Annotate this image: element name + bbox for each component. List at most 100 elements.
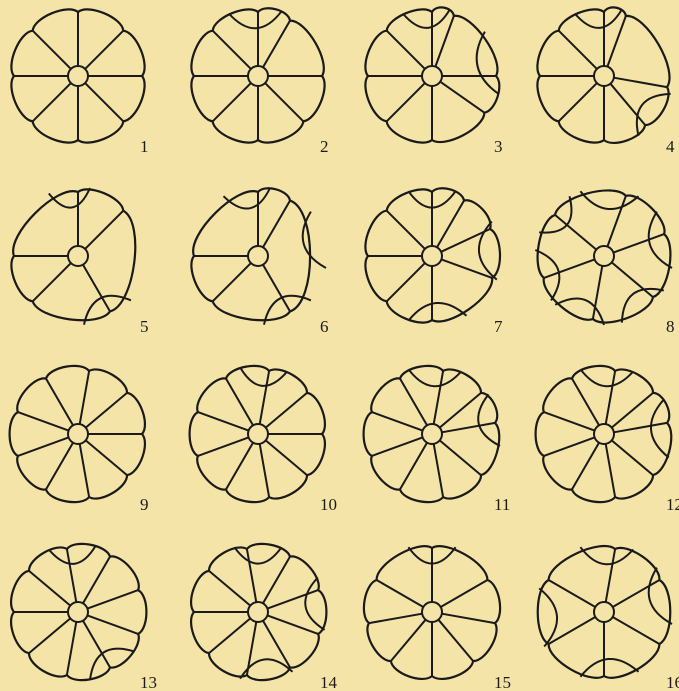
cell-wall xyxy=(83,265,110,312)
figure-grid: 12345678910111213141516 xyxy=(10,7,679,691)
rosette-figure: 9 xyxy=(10,366,149,514)
cell-wall xyxy=(544,412,595,431)
rosette-figure: 4 xyxy=(537,7,675,156)
cell-wall xyxy=(614,78,667,87)
central-cell xyxy=(68,246,88,266)
figure-number-label: 16 xyxy=(666,673,679,691)
figure-number-label: 1 xyxy=(140,137,149,156)
central-cell xyxy=(422,246,442,266)
cell-wall xyxy=(83,557,110,604)
cell-wall xyxy=(549,580,596,607)
cell-wall xyxy=(387,31,425,69)
rosette-figure: 5 xyxy=(11,188,148,336)
cell-wall xyxy=(572,379,599,426)
cell-wall xyxy=(440,440,481,475)
marginal-cell-wall xyxy=(651,400,669,458)
figure-number-label: 10 xyxy=(320,495,337,514)
cell-wall xyxy=(18,437,69,456)
cell-wall xyxy=(67,622,76,675)
figure-number-label: 3 xyxy=(494,137,503,156)
central-cell xyxy=(248,602,268,622)
cell-wall xyxy=(440,82,484,113)
cell-wall xyxy=(441,229,490,252)
central-cell xyxy=(68,602,88,622)
cell-wall xyxy=(559,31,597,69)
cell-wall xyxy=(263,265,290,312)
cell-wall xyxy=(263,21,290,68)
cell-wall xyxy=(559,83,597,121)
cell-wall xyxy=(372,412,423,431)
central-cell xyxy=(594,602,614,622)
figure-number-label: 15 xyxy=(494,673,511,691)
cell-wall xyxy=(263,201,290,248)
figure-number-label: 5 xyxy=(140,317,149,336)
marginal-cell-wall xyxy=(303,212,326,268)
figure-number-label: 13 xyxy=(140,673,157,691)
rosette-figure: 8 xyxy=(535,190,674,336)
cell-wall xyxy=(572,443,599,490)
cell-wall xyxy=(369,614,422,623)
cell-wall xyxy=(198,437,249,456)
cell-wall xyxy=(434,371,443,424)
cell-wall xyxy=(391,620,426,661)
rosette-figure: 7 xyxy=(365,188,503,336)
cell-wall xyxy=(18,412,69,431)
cell-wall xyxy=(29,571,70,606)
central-cell xyxy=(248,424,268,444)
cell-wall xyxy=(400,443,427,490)
marginal-cell-wall xyxy=(234,547,281,563)
figure-number-label: 9 xyxy=(140,495,149,514)
cell-wall xyxy=(441,259,492,278)
cell-wall xyxy=(46,379,73,426)
cell-wall xyxy=(80,371,89,424)
cell-wall xyxy=(606,371,615,424)
figure-number-label: 4 xyxy=(666,137,675,156)
central-cell xyxy=(248,246,268,266)
central-cell xyxy=(68,424,88,444)
central-cell xyxy=(248,66,268,86)
cell-wall xyxy=(86,440,127,475)
cell-wall xyxy=(614,423,667,432)
cell-wall xyxy=(606,444,615,497)
cell-wall xyxy=(387,83,425,121)
figure-number-label: 12 xyxy=(666,495,679,514)
marginal-cell-wall xyxy=(90,649,135,680)
cell-wall xyxy=(544,437,595,456)
cell-wall xyxy=(33,31,71,69)
figure-number-label: 7 xyxy=(494,317,503,336)
cell-wall xyxy=(87,590,138,609)
cell-wall xyxy=(247,549,256,602)
cell-wall xyxy=(33,263,71,301)
marginal-cell-wall xyxy=(408,369,461,386)
rosette-figure: 3 xyxy=(365,7,502,156)
cell-wall xyxy=(80,444,89,497)
cell-wall xyxy=(213,31,251,69)
marginal-cell-wall xyxy=(229,11,282,28)
central-cell xyxy=(422,66,442,86)
cell-wall xyxy=(260,444,269,497)
cell-wall xyxy=(400,379,427,426)
central-cell xyxy=(422,424,442,444)
cell-wall xyxy=(266,440,307,475)
marginal-cell-wall xyxy=(637,94,671,136)
cell-wall xyxy=(613,580,660,607)
cell-wall xyxy=(198,412,249,431)
central-cell xyxy=(594,246,614,266)
marginal-cell-wall xyxy=(305,578,324,630)
figure-number-label: 11 xyxy=(494,495,510,514)
central-cell xyxy=(422,602,442,622)
cell-wall xyxy=(209,571,250,606)
rosette-figure: 16 xyxy=(538,546,679,691)
figure-number-label: 14 xyxy=(320,673,338,691)
marginal-cell-wall xyxy=(408,303,466,321)
cell-wall xyxy=(437,201,464,248)
cell-wall xyxy=(86,393,127,428)
cell-wall xyxy=(613,234,664,253)
central-cell xyxy=(68,66,88,86)
figure-number-label: 6 xyxy=(320,317,329,336)
cell-wall xyxy=(377,580,424,607)
cell-wall xyxy=(260,371,269,424)
cell-wall xyxy=(607,196,626,247)
cell-wall xyxy=(213,83,251,121)
cell-wall xyxy=(265,83,303,121)
